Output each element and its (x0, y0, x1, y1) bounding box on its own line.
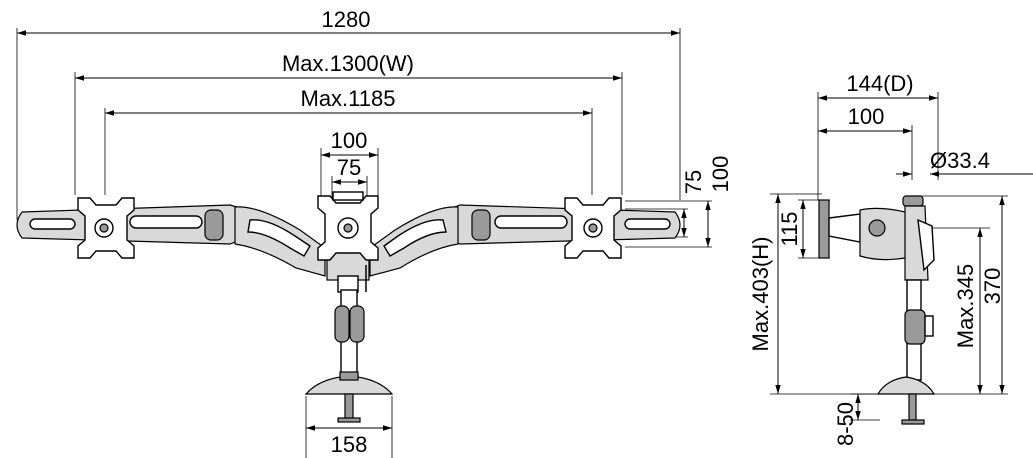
dim-100d-label: 100 (848, 104, 885, 129)
vesa-plate-right (564, 197, 622, 259)
vesa-plate-center (317, 191, 379, 261)
dim-158-label: 158 (331, 432, 368, 457)
dim-side-100-label: 100 (708, 156, 733, 193)
dim-side-75-label: 75 (681, 170, 706, 194)
dim-1280-label: 1280 (322, 7, 371, 32)
dim-8-50-label: 8-50 (833, 402, 858, 446)
dim-115-label: 115 (777, 211, 802, 246)
dim-diameter-label: Ø33.4 (930, 148, 990, 173)
vesa-plate-left (77, 197, 135, 259)
dim-345-label: Max.345 (953, 264, 978, 348)
front-view: 1280 Max.1300(W) Max.1185 100 75 75 100 (16, 7, 733, 458)
dim-144-label: 144(D) (846, 71, 913, 96)
dim-403-label: Max.403(H) (748, 237, 773, 352)
dim-1300-label: Max.1300(W) (282, 51, 414, 76)
dim-370-label: 370 (980, 268, 1005, 305)
dim-100-label: 100 (331, 128, 368, 153)
dim-75-label: 75 (337, 155, 361, 180)
dim-1185-label: Max.1185 (301, 86, 396, 111)
side-view: 144(D) 100 Ø33.4 115 Max.403(H) Max.345 … (748, 71, 1033, 446)
